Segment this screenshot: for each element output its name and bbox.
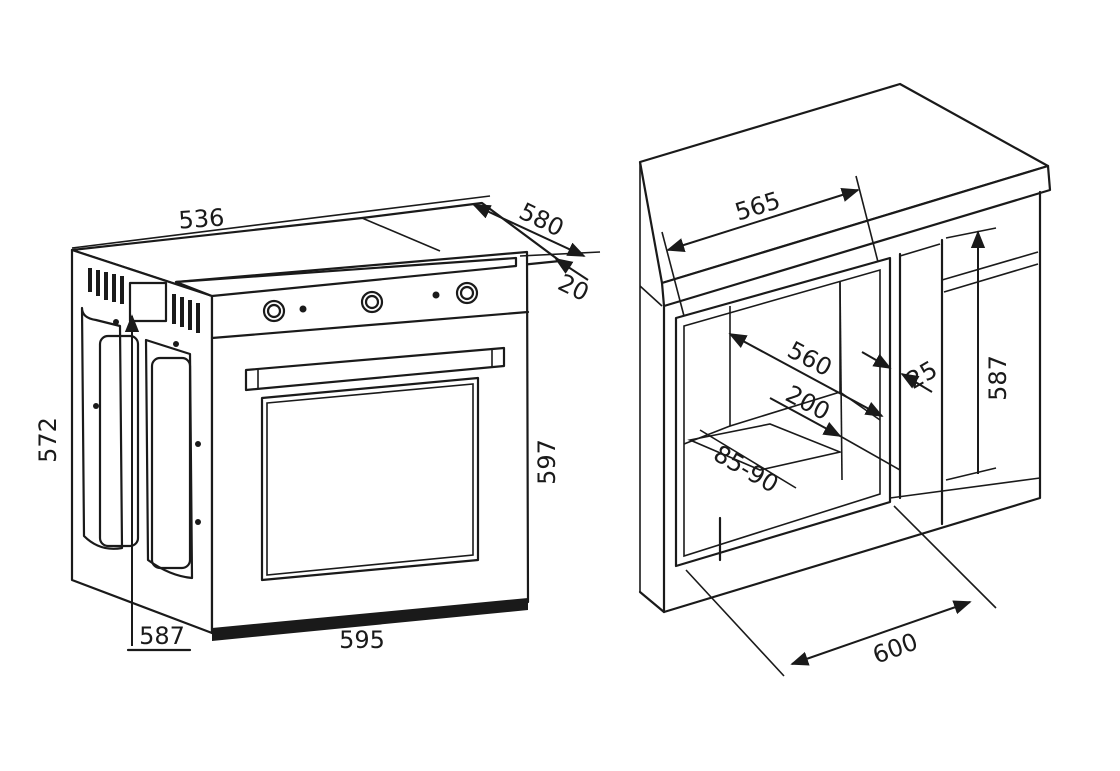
dim-label-572: 572: [34, 417, 62, 463]
knob-right-icon: [455, 281, 479, 305]
dim-label-20: 20: [554, 269, 594, 308]
dim-arrow-560: [728, 333, 884, 417]
dim-label-595: 595: [339, 626, 385, 654]
dim-label-536: 536: [178, 203, 226, 234]
dim-label-85-90: 85-90: [709, 440, 783, 499]
dim-arrow-565: [666, 188, 860, 252]
dim-label-587-cab: 587: [984, 355, 1012, 401]
indicator-dot-icon: [299, 305, 307, 313]
side-rib-inner-right: [150, 356, 192, 570]
bottom-strip: [212, 598, 528, 641]
oven-drawing: [70, 195, 601, 652]
dim-arrow-20: [554, 258, 589, 281]
dim-line-536: [71, 195, 491, 249]
oven-front: [174, 250, 530, 635]
knob-center-icon: [360, 290, 384, 314]
dim-arrow-580: [472, 204, 586, 257]
dim-arrow-600: [790, 600, 972, 666]
door-window: [260, 376, 480, 582]
niche-opening: [674, 256, 892, 568]
control-knobs: [262, 281, 479, 323]
side-rib-inner-left: [98, 334, 140, 548]
cabinet-drawing: [638, 82, 1052, 677]
side-plate: [128, 281, 168, 323]
dim-label-587: 587: [139, 622, 185, 650]
door-handle: [244, 346, 506, 392]
cabinet-body: [662, 190, 1042, 614]
side-vent: [88, 268, 200, 333]
dim-arrow-25-a: [861, 351, 892, 369]
side-rib-right: [144, 338, 194, 580]
top-trim: [174, 256, 518, 298]
dim-label-25: 25: [902, 355, 942, 395]
side-rib-left: [80, 306, 124, 550]
knob-left-icon: [262, 299, 286, 323]
dim-label-560: 560: [783, 336, 837, 382]
panel-divider: [210, 310, 530, 340]
dim-arrow-25-b: [900, 373, 933, 393]
dim-arrow-200: [769, 397, 842, 437]
dim-label-597: 597: [533, 439, 561, 485]
